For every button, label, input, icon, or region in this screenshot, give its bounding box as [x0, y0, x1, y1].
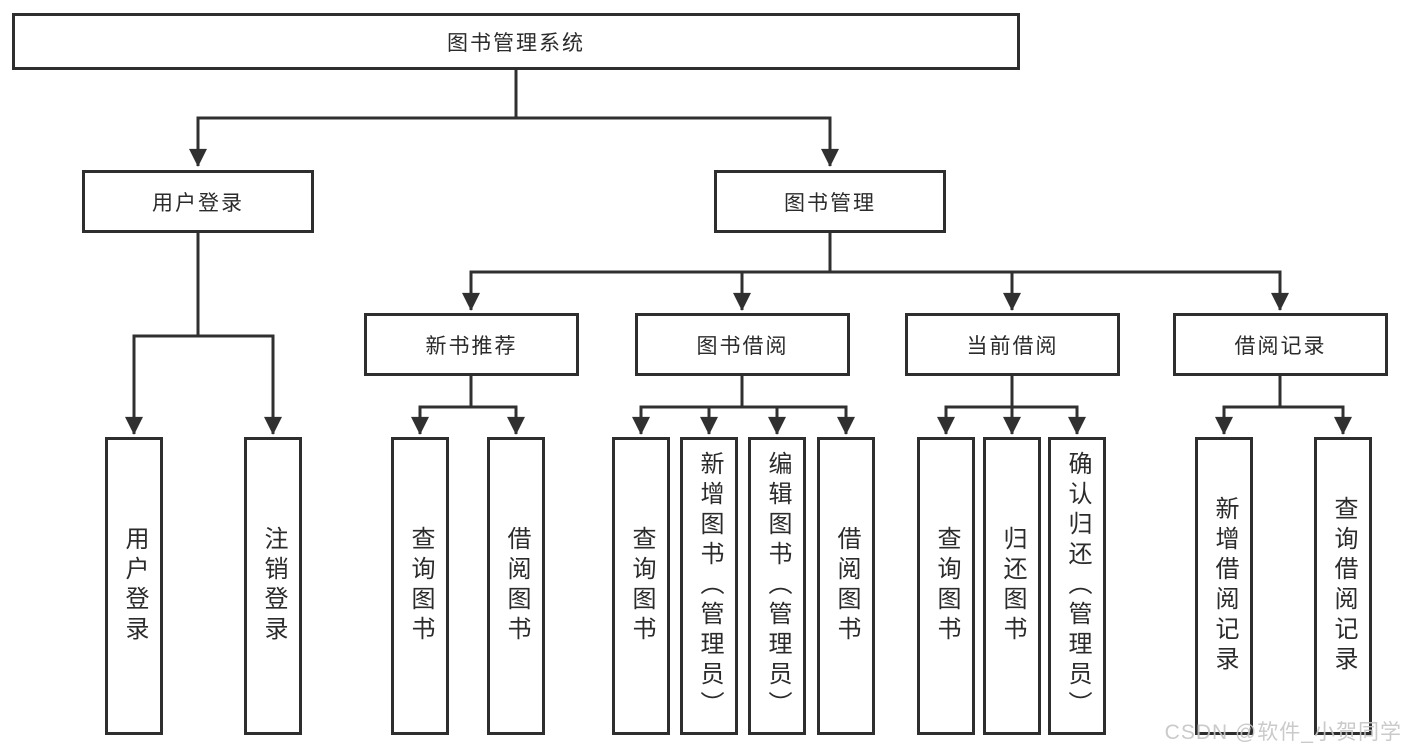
leaf-query-books-borrowing: 查询图书 — [612, 437, 670, 735]
leaf-borrow-books-borrowing: 借阅图书 — [817, 437, 875, 735]
edge-mgmt-to-current — [828, 233, 1021, 311]
node-label: 新书推荐 — [425, 334, 518, 358]
edge-borrowing-to-borrow — [740, 376, 855, 435]
edge-current-to-query — [937, 376, 1014, 435]
edge-records-to-add — [1215, 376, 1282, 435]
leaf-logout: 注销登录 — [244, 437, 302, 735]
leaf-query-books-current: 查询图书 — [917, 437, 975, 735]
leaf-label: 新增借阅记录 — [1211, 496, 1238, 676]
node-borrowing-records: 借阅记录 — [1173, 313, 1388, 376]
leaf-return-book: 归还图书 — [983, 437, 1041, 735]
leaf-label: 查询图书 — [628, 526, 655, 646]
edge-root-to-book-management — [514, 70, 839, 167]
csdn-watermark: CSDN @软件_小贺同学 — [1164, 721, 1402, 744]
leaf-label: 查询图书 — [407, 526, 434, 646]
leaf-edit-book-admin: 编辑图书（管理员） — [748, 437, 806, 735]
edge-mgmt-to-borrowing — [733, 233, 832, 311]
node-new-book-recommendation: 新书推荐 — [364, 313, 579, 376]
edge-newbook-to-borrow — [469, 376, 525, 435]
leaf-label: 查询借阅记录 — [1330, 496, 1357, 676]
edge-newbook-to-query — [411, 376, 473, 435]
edge-borrowing-to-edit — [740, 376, 786, 435]
edge-borrowing-to-query — [632, 376, 744, 435]
node-library-management-system: 图书管理系统 — [12, 13, 1020, 70]
node-label: 图书借阅 — [696, 334, 789, 358]
leaf-label: 注销登录 — [260, 526, 287, 646]
leaf-add-book-admin: 新增图书（管理员） — [680, 437, 738, 735]
leaf-query-borrow-record: 查询借阅记录 — [1314, 437, 1372, 735]
node-label: 图书管理 — [784, 191, 876, 215]
node-book-borrowing: 图书借阅 — [635, 313, 850, 376]
leaf-label: 新增图书（管理员） — [696, 451, 723, 721]
edge-userlogin-to-leaf-login — [125, 233, 200, 435]
edge-userlogin-to-leaf-logout — [196, 233, 282, 435]
leaf-label: 编辑图书（管理员） — [764, 451, 791, 721]
edge-current-to-confirm — [1010, 376, 1086, 435]
edge-records-to-query — [1278, 376, 1352, 435]
leaf-label: 归还图书 — [999, 526, 1026, 646]
edge-borrowing-to-add — [700, 376, 744, 435]
node-label: 图书管理系统 — [447, 31, 585, 55]
leaf-label: 查询图书 — [933, 526, 960, 646]
node-label: 用户登录 — [152, 191, 244, 215]
edge-mgmt-to-newbook — [462, 233, 832, 311]
edge-mgmt-to-records — [828, 233, 1289, 311]
leaf-label: 确认归还（管理员） — [1064, 451, 1091, 721]
edge-root-to-user-login — [189, 70, 518, 167]
leaf-label: 借阅图书 — [833, 526, 860, 646]
leaf-confirm-return-admin: 确认归还（管理员） — [1048, 437, 1106, 735]
leaf-label: 用户登录 — [121, 526, 148, 646]
leaf-add-borrow-record: 新增借阅记录 — [1195, 437, 1253, 735]
node-user-login: 用户登录 — [82, 170, 314, 233]
leaf-query-books-newbook: 查询图书 — [391, 437, 449, 735]
leaf-user-login: 用户登录 — [105, 437, 163, 735]
node-label: 当前借阅 — [966, 334, 1059, 358]
node-label: 借阅记录 — [1234, 334, 1327, 358]
node-current-borrowing: 当前借阅 — [905, 313, 1120, 376]
leaf-label: 借阅图书 — [503, 526, 530, 646]
node-book-management: 图书管理 — [714, 170, 946, 233]
leaf-borrow-books-newbook: 借阅图书 — [487, 437, 545, 735]
